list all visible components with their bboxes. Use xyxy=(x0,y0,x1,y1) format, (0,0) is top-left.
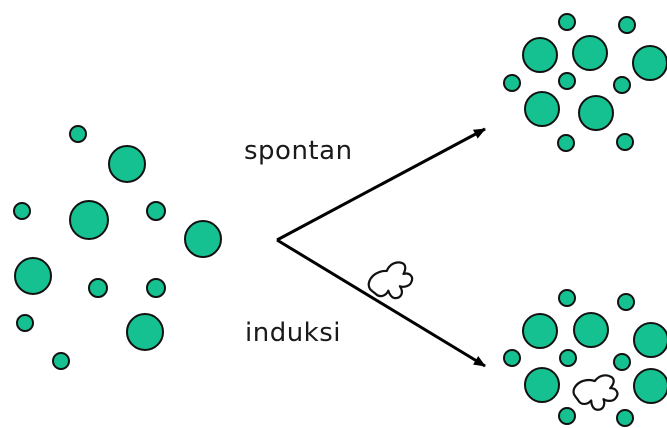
aggregate-cluster-spontaneous xyxy=(503,13,667,152)
particle xyxy=(52,352,70,370)
particle xyxy=(613,353,631,371)
particle xyxy=(578,95,614,131)
particle xyxy=(503,349,521,367)
particle xyxy=(613,76,631,94)
particle xyxy=(69,125,87,143)
particle xyxy=(633,322,667,358)
particle xyxy=(522,313,558,349)
particle xyxy=(184,220,222,258)
arrow-induced xyxy=(276,238,486,368)
particle xyxy=(558,13,576,31)
particle xyxy=(146,278,166,298)
particle xyxy=(618,16,636,34)
particle xyxy=(573,312,609,348)
particle xyxy=(633,368,667,404)
particle xyxy=(16,314,34,332)
particle xyxy=(616,409,634,427)
particle xyxy=(14,257,52,295)
particle xyxy=(503,74,521,92)
particle xyxy=(557,134,575,152)
particle xyxy=(146,201,166,221)
particle xyxy=(524,367,560,403)
particle xyxy=(632,45,667,81)
label-induced: induksi xyxy=(245,318,342,348)
inducer-particle-icon xyxy=(367,261,414,300)
particle xyxy=(108,145,146,183)
particle xyxy=(558,72,576,90)
particle xyxy=(616,133,634,151)
particle xyxy=(558,407,576,425)
particle xyxy=(558,289,576,307)
particle xyxy=(88,278,108,298)
aggregate-cluster-induced xyxy=(503,289,667,427)
particle xyxy=(522,37,558,73)
particle xyxy=(617,293,635,311)
arrows xyxy=(276,127,486,368)
label-spontaneous: spontan xyxy=(244,136,353,166)
inducer-particle-icon xyxy=(572,374,619,411)
particle xyxy=(559,349,577,367)
arrow-spontaneous xyxy=(276,127,486,242)
dispersed-particles xyxy=(13,125,222,370)
particle xyxy=(13,202,31,220)
particle xyxy=(524,91,560,127)
particle xyxy=(69,200,109,240)
particle xyxy=(126,313,164,351)
particle xyxy=(572,35,608,71)
